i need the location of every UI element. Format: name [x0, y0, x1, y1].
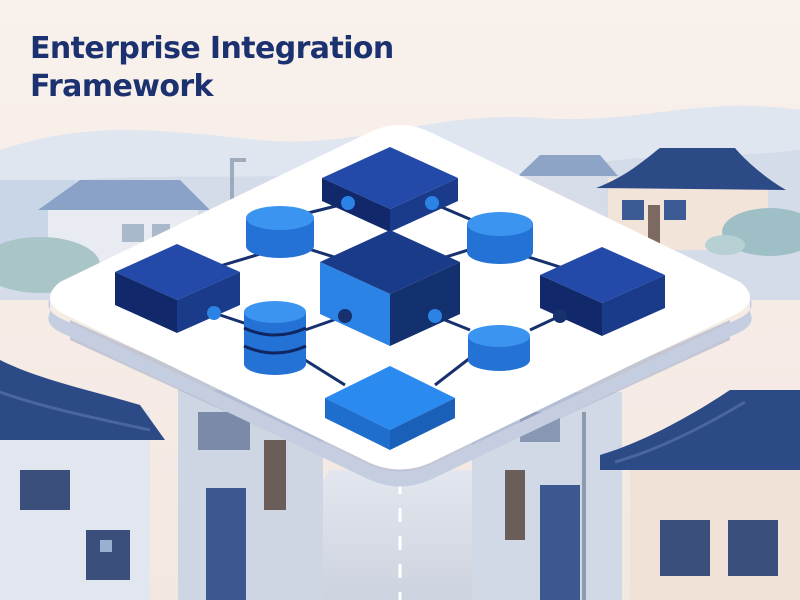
server-block-left: [115, 244, 240, 333]
database-cylinder-icon: [468, 325, 530, 371]
left-background-house: [0, 180, 210, 293]
server-block-top: [322, 147, 458, 232]
headline-line-2: Framework: [30, 69, 214, 104]
connector-dot-icon: [428, 309, 442, 323]
database-cylinder-icon: [246, 206, 314, 258]
connector-dot-icon: [341, 196, 355, 210]
connector-dot-icon: [207, 306, 221, 320]
database-stack-icon: [243, 301, 307, 375]
central-server-cube: [320, 230, 460, 346]
platform-edge: [48, 298, 752, 487]
connector-dots: [207, 196, 567, 323]
connector-dot-icon: [553, 309, 567, 323]
headline-line-1: Enterprise Integration: [30, 31, 394, 66]
connector-dot-icon: [338, 309, 352, 323]
connector-dot-icon: [425, 196, 439, 210]
database-cylinder-icon: [467, 212, 533, 264]
headline: Enterprise Integration Framework: [30, 30, 450, 106]
server-block-bottom: [325, 366, 455, 450]
server-block-right: [540, 247, 665, 336]
